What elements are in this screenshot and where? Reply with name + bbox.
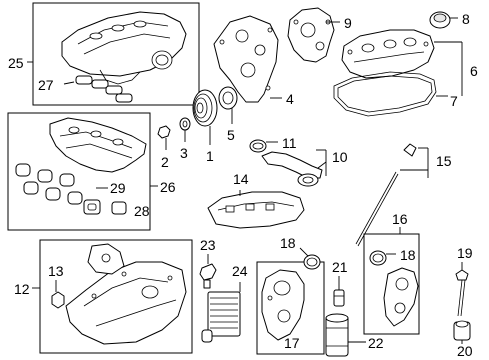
- callout-25: 25: [8, 55, 24, 71]
- callout-1: 1: [206, 148, 214, 164]
- callout-4: 4: [286, 91, 294, 107]
- callout-17: 17: [284, 335, 300, 351]
- oil-dipstick: [355, 143, 429, 247]
- callout-18-right: 18: [400, 247, 416, 263]
- callout-9: 9: [344, 15, 352, 31]
- oil-filter-adapter-seal-left: [299, 247, 321, 270]
- windage-tray: [207, 190, 305, 229]
- callout-18-left: 18: [280, 235, 296, 251]
- adapter-bolt: [455, 262, 469, 317]
- callout-15: 15: [436, 153, 452, 169]
- valve-cover-gasket: [333, 71, 448, 117]
- callout-10: 10: [332, 149, 348, 165]
- oil-pressure-sensor: [199, 254, 217, 289]
- callout-13: 13: [48, 263, 64, 279]
- oil-filler-cap: [429, 11, 458, 29]
- callout-21: 21: [332, 259, 348, 275]
- upper-manifold-gaskets: [63, 75, 133, 103]
- oil-drain-plug: [51, 280, 65, 309]
- oil-pan: [65, 261, 187, 345]
- callout-24: 24: [232, 263, 248, 279]
- oil-filter-adapter: [261, 269, 305, 341]
- callout-12: 12: [14, 281, 30, 297]
- intake-manifold-upper: [61, 11, 187, 85]
- callout-23: 23: [200, 237, 216, 253]
- crankshaft-pulley: [192, 89, 218, 145]
- group-box-26: [7, 112, 158, 231]
- variable-cam-housing: [287, 7, 340, 63]
- callout-20: 20: [457, 343, 473, 359]
- callout-8: 8: [462, 11, 470, 27]
- pulley-washer: [179, 117, 191, 142]
- callout-3: 3: [180, 145, 188, 161]
- valve-cover: [341, 29, 463, 96]
- group-box-25: [27, 2, 200, 106]
- callout-28: 28: [134, 203, 150, 219]
- callout-6: 6: [470, 63, 478, 79]
- intake-manifold-lower: [49, 117, 147, 173]
- oil-cooler: [201, 282, 241, 343]
- callout-29: 29: [110, 180, 126, 196]
- oil-pan-baffle: [87, 243, 125, 275]
- callout-5: 5: [227, 127, 235, 143]
- group-box-12: [32, 239, 193, 354]
- oil-filter: [325, 313, 366, 357]
- pulley-bolt: [157, 125, 171, 150]
- adapter-sleeve: [453, 320, 471, 344]
- callout-7: 7: [450, 93, 458, 109]
- callout-14: 14: [233, 171, 249, 187]
- group-box-16: [363, 227, 420, 335]
- oil-filter-adapter-seal-right: [369, 250, 396, 266]
- oil-filter-nipple: [333, 276, 345, 307]
- group-box-17: [256, 261, 325, 355]
- oil-filter-adapter-right: [383, 267, 419, 327]
- callout-2: 2: [161, 154, 169, 170]
- callout-11: 11: [282, 135, 297, 151]
- oil-pickup-gasket: [249, 139, 278, 153]
- oil-pickup-tube: [261, 149, 327, 187]
- throttle-body-gasket: [83, 199, 127, 215]
- callout-26: 26: [160, 179, 176, 195]
- callout-27: 27: [38, 77, 54, 93]
- timing-cover: [213, 15, 282, 103]
- callout-22: 22: [368, 335, 384, 351]
- callout-16: 16: [392, 211, 408, 227]
- front-crank-seal: [218, 86, 238, 124]
- callout-19: 19: [457, 245, 473, 261]
- lower-manifold-gaskets: [15, 163, 108, 205]
